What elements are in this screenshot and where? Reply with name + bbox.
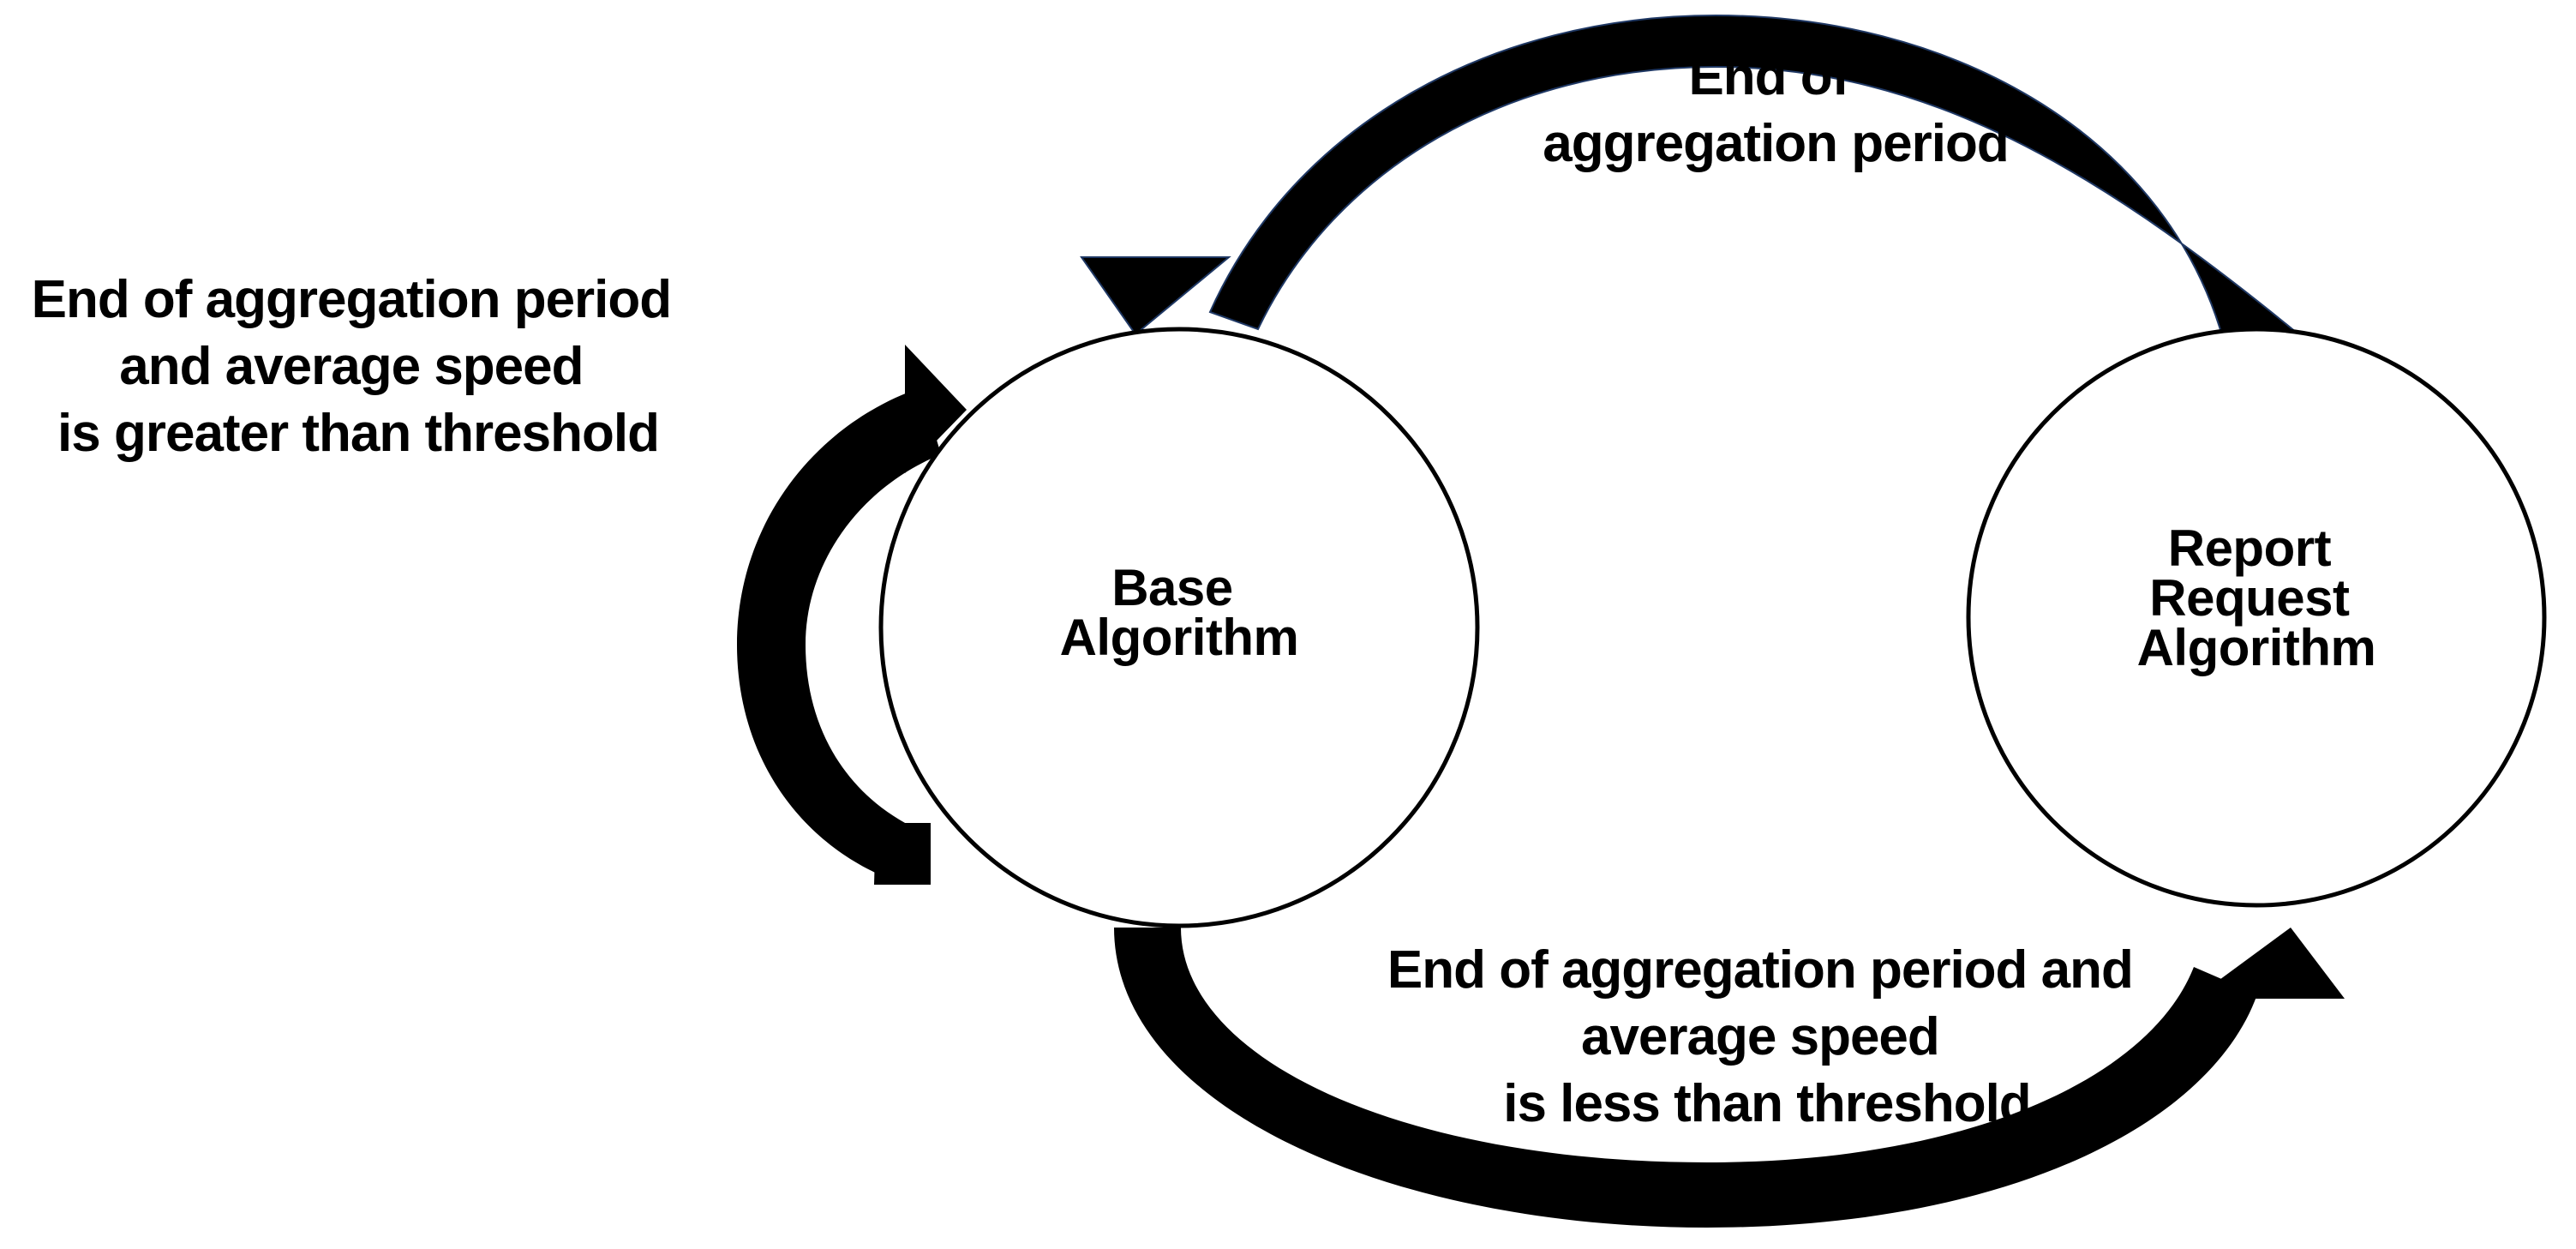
transition-base-self-loop-tail [874, 823, 931, 885]
transition-report-to-base-arc [1208, 14, 2299, 333]
state-label-report-request-algorithm: Report Request Algorithm [2137, 519, 2376, 676]
state-label-report-request-line-1: Report [2168, 519, 2332, 577]
transition-report-to-base[interactable] [1080, 14, 2299, 336]
transition-label-base-self-loop-line-2: and average speed [119, 337, 583, 396]
state-circle-report-request-algorithm[interactable] [1966, 327, 2547, 908]
transition-base-to-report-arc [1114, 928, 2257, 1228]
transition-base-self-loop-arc [737, 387, 941, 876]
state-label-report-request-line-2: Request [2149, 569, 2350, 627]
transition-base-to-report-arrowhead [2194, 928, 2345, 999]
transition-label-base-self-loop: End of aggregation period and average sp… [32, 270, 686, 463]
transition-base-self-loop[interactable] [737, 345, 967, 885]
transition-report-to-base-arrowhead [1080, 256, 1231, 336]
transition-base-to-report[interactable] [1114, 928, 2345, 1228]
state-node-report-request-algorithm[interactable]: Report Request Algorithm [1966, 327, 2547, 908]
transition-label-report-to-base-line-1: End of [1688, 47, 1849, 106]
transition-label-base-self-loop-line-1: End of aggregation period [32, 270, 672, 329]
state-label-base-algorithm-line-1: Base [1111, 559, 1232, 616]
transition-label-base-to-report: End of aggregation period and average sp… [1387, 940, 2147, 1133]
transition-label-base-self-loop-line-3: is greater than threshold [57, 404, 659, 463]
state-label-base-algorithm: Base Algorithm [1060, 559, 1299, 666]
transition-label-report-to-base-line-2: aggregation period [1543, 114, 2008, 173]
state-node-base-algorithm[interactable]: Base Algorithm [878, 327, 1480, 928]
transition-base-self-loop-arrowhead [905, 345, 967, 473]
state-label-base-algorithm-line-2: Algorithm [1060, 609, 1299, 666]
transition-label-base-to-report-line-1: End of aggregation period and [1387, 940, 2133, 1000]
state-circle-base-algorithm[interactable] [878, 327, 1480, 928]
state-label-report-request-line-3: Algorithm [2137, 619, 2376, 676]
transition-label-base-to-report-line-2: average speed [1581, 1007, 1939, 1066]
transition-label-report-to-base: End of aggregation period [1543, 47, 2008, 173]
transition-label-base-to-report-line-3: is less than threshold [1503, 1074, 2030, 1133]
